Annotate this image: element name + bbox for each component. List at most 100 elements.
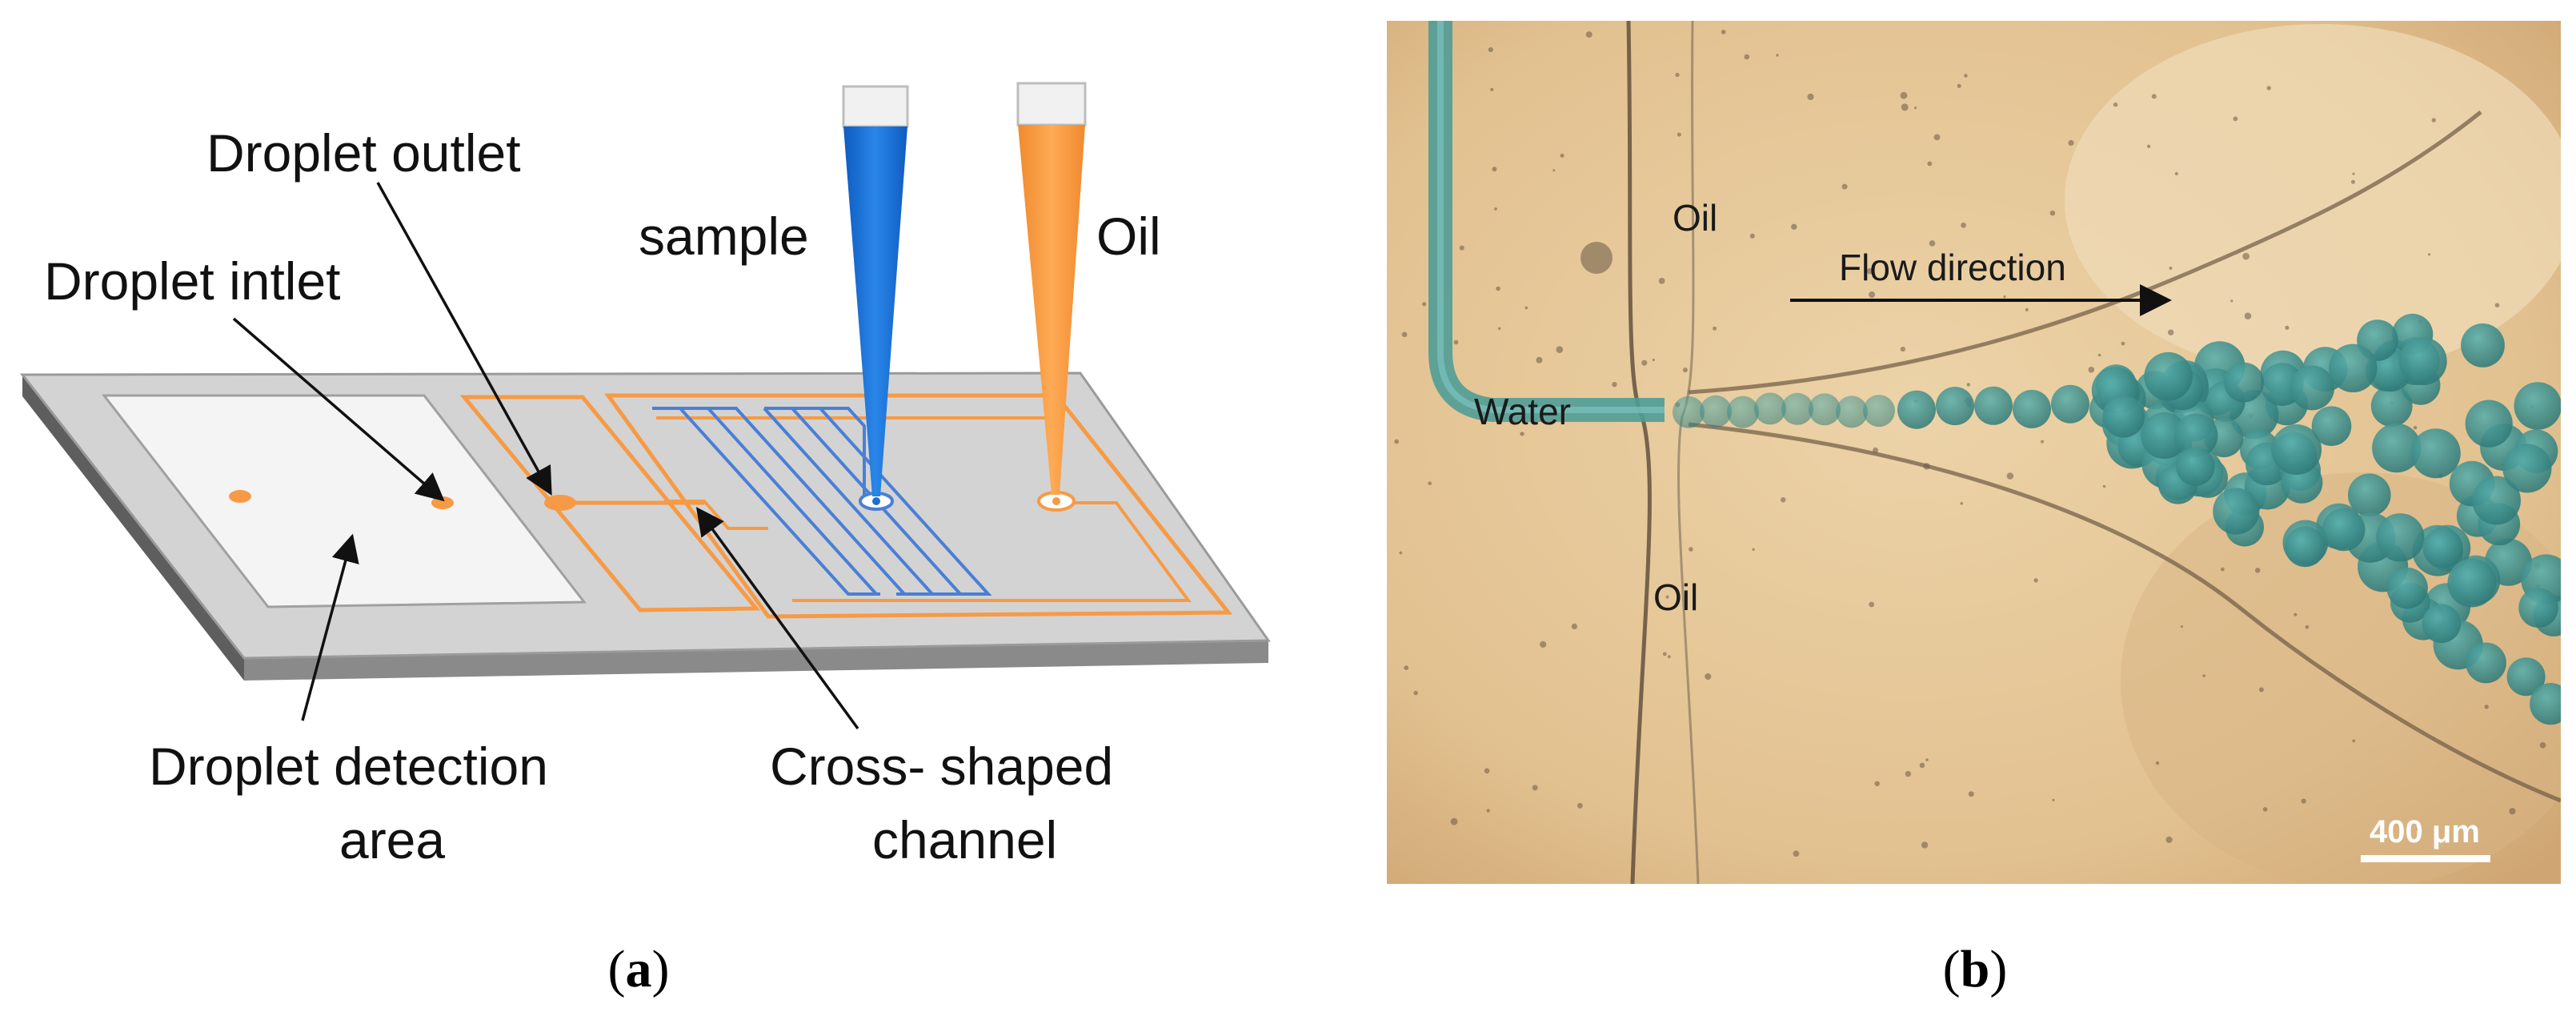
debris-speck bbox=[2233, 116, 2238, 122]
debris-speck bbox=[2146, 144, 2151, 148]
debris-speck bbox=[1520, 432, 1524, 436]
debris-speck bbox=[1658, 278, 1665, 284]
droplet bbox=[2213, 488, 2260, 535]
debris-speck bbox=[1556, 346, 1564, 354]
droplet bbox=[2514, 382, 2561, 430]
debris-speck bbox=[1571, 623, 1577, 630]
debris-speck bbox=[1577, 802, 1583, 809]
inlet-arrow bbox=[232, 317, 445, 502]
debris-speck bbox=[1524, 306, 1528, 310]
droplet bbox=[2144, 351, 2193, 401]
debris-speck bbox=[2266, 86, 2271, 90]
debris-speck bbox=[2262, 807, 2268, 812]
debris-speck bbox=[2041, 440, 2044, 444]
debris-speck bbox=[2285, 325, 2290, 330]
droplet bbox=[2224, 362, 2265, 403]
debris-speck bbox=[1913, 106, 1917, 110]
debris-speck bbox=[1921, 841, 1929, 849]
debris-speck bbox=[2025, 307, 2029, 311]
debris-speck bbox=[2301, 798, 2306, 804]
droplet bbox=[2506, 657, 2546, 697]
droplet bbox=[1727, 396, 1759, 428]
droplet bbox=[1809, 393, 1841, 426]
debris-speck bbox=[1422, 302, 1427, 307]
debris-speck bbox=[2049, 210, 2056, 216]
debris-speck bbox=[1900, 347, 1905, 352]
debris-speck bbox=[1927, 161, 1933, 167]
debris-speck bbox=[2174, 171, 2178, 176]
droplet bbox=[1863, 395, 1895, 428]
droplet bbox=[2465, 400, 2513, 448]
outlet-arrow bbox=[376, 182, 552, 496]
droplet-inlet-port bbox=[229, 490, 251, 503]
debris-speck bbox=[1394, 439, 1400, 444]
debris-speck bbox=[1490, 87, 1494, 91]
water-label: Water bbox=[1474, 391, 1571, 432]
droplet bbox=[2051, 384, 2089, 424]
droplet bbox=[2271, 424, 2322, 475]
debris-speck bbox=[2305, 624, 2310, 629]
debris-speck bbox=[1957, 83, 1961, 88]
droplet bbox=[2398, 337, 2447, 386]
panel-a-diagram: Droplet outlet Droplet intlet sample Oil… bbox=[19, 82, 1271, 998]
debris-speck bbox=[1744, 54, 1750, 60]
debris-speck bbox=[1413, 690, 1418, 696]
debris-speck bbox=[1919, 762, 1925, 769]
debris-speck bbox=[1925, 758, 1929, 761]
droplet bbox=[1836, 396, 1868, 428]
oil-label-top: Oil bbox=[1673, 197, 1717, 239]
debris-speck bbox=[1791, 223, 1797, 230]
debris-speck bbox=[1961, 223, 1967, 228]
debris-speck bbox=[1713, 326, 1717, 331]
droplet bbox=[2461, 323, 2505, 367]
cross-channel-label-line1: Cross- shaped bbox=[770, 737, 1113, 796]
debris-speck bbox=[1532, 785, 1538, 791]
debris-speck bbox=[1677, 132, 1681, 137]
droplet bbox=[1673, 396, 1705, 428]
droplet bbox=[2141, 412, 2188, 460]
debris-speck bbox=[2003, 295, 2006, 299]
droplet bbox=[2530, 683, 2561, 725]
debris-speck bbox=[1453, 339, 1459, 345]
debris-speck bbox=[1488, 47, 1493, 53]
panel-b-micrograph: Oil Flow direction Water Oil 400 μm (b) bbox=[1387, 21, 2561, 998]
debris-speck bbox=[2169, 266, 2173, 270]
droplet bbox=[2173, 413, 2218, 458]
debris-speck bbox=[1968, 791, 1974, 797]
cross-arrow bbox=[695, 507, 859, 730]
debris-speck bbox=[2202, 674, 2205, 677]
debris-speck bbox=[2509, 808, 2516, 815]
debris-speck bbox=[2413, 426, 2418, 430]
debris-speck bbox=[1494, 207, 1497, 211]
sample-pipette bbox=[842, 85, 909, 496]
debris-speck bbox=[1612, 382, 1617, 388]
debris-speck bbox=[2113, 102, 2118, 107]
debris-speck bbox=[1401, 331, 1408, 338]
debris-speck bbox=[1682, 367, 1688, 373]
debris-speck bbox=[2352, 172, 2355, 175]
debris-speck bbox=[1960, 502, 1963, 505]
debris-speck bbox=[1536, 356, 1543, 363]
droplet bbox=[2472, 476, 2522, 525]
debris-speck bbox=[1869, 601, 1875, 608]
debris-speck bbox=[1929, 240, 1936, 247]
debris-specks bbox=[1394, 30, 2546, 857]
droplet bbox=[1897, 390, 1936, 429]
sample-label: sample bbox=[639, 207, 809, 266]
droplet bbox=[2376, 513, 2425, 562]
debris-speck bbox=[2431, 118, 2436, 122]
droplet-outlet-label: Droplet outlet bbox=[206, 123, 521, 183]
debris-speck bbox=[2539, 742, 2546, 749]
debris-speck bbox=[1721, 30, 1726, 34]
droplet bbox=[2518, 588, 2558, 628]
debris-speck bbox=[1585, 31, 1592, 38]
droplet bbox=[2410, 428, 2461, 479]
debris-speck bbox=[1841, 183, 1848, 190]
debris-speck bbox=[2102, 484, 2106, 488]
debris-particle bbox=[1580, 242, 1613, 274]
debris-speck bbox=[1662, 652, 1667, 657]
droplet bbox=[2329, 343, 2378, 392]
debris-speck bbox=[2088, 367, 2095, 373]
debris-speck bbox=[1675, 72, 1680, 78]
debris-speck bbox=[2068, 139, 2074, 147]
